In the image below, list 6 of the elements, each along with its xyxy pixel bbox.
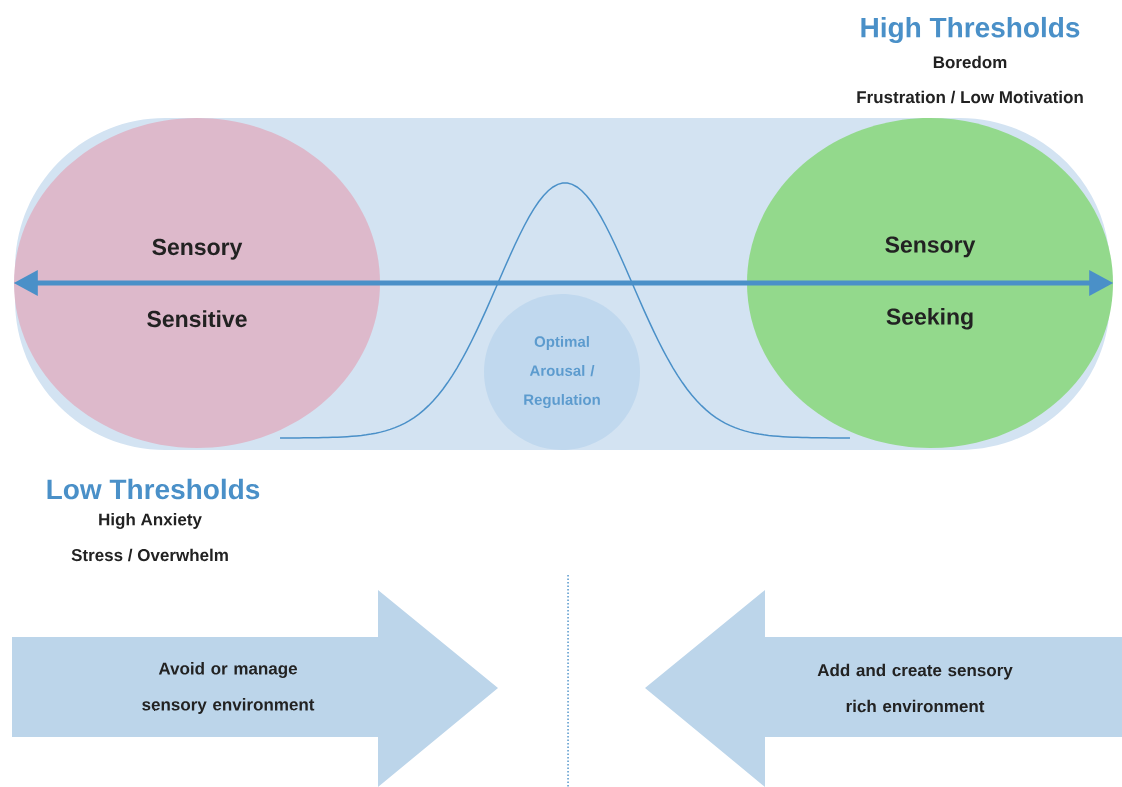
heading: Low Thresholds <box>47 478 260 500</box>
note: Stress / Overwhelm <box>71 548 228 562</box>
arrow <box>13 270 1114 296</box>
note: High Anxiety <box>99 513 202 529</box>
heading: High Thresholds <box>861 16 1080 44</box>
note: Boredom <box>933 55 1007 69</box>
